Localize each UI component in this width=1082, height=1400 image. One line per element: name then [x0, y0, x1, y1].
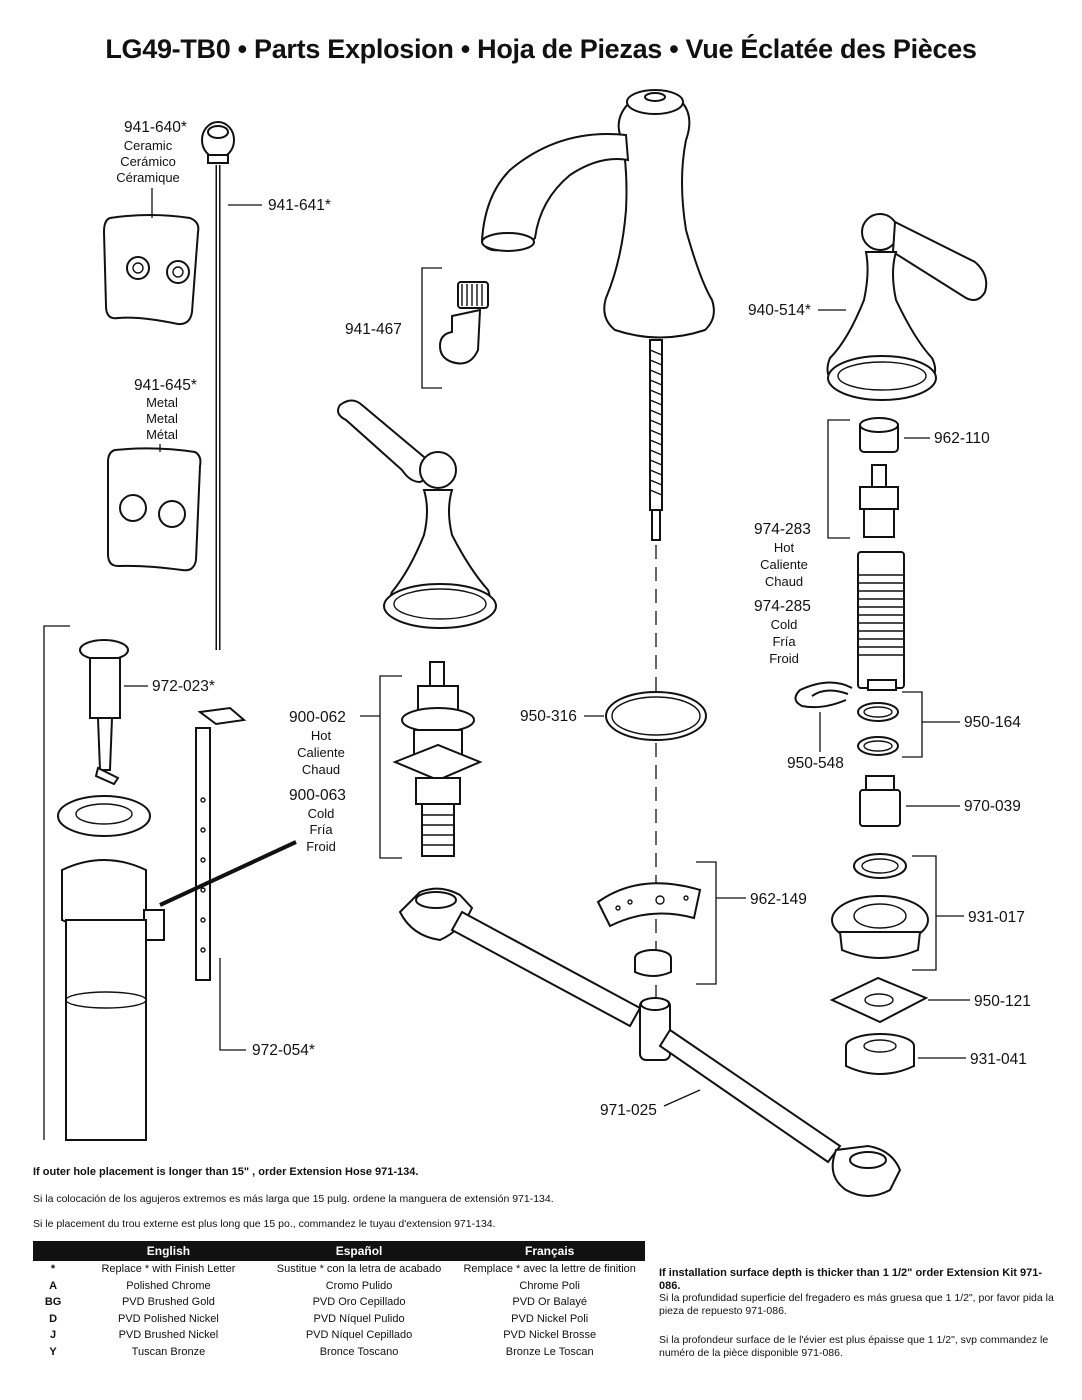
svg-text:Fría: Fría: [772, 634, 796, 649]
mounting-washer-set: [831, 853, 929, 959]
svg-text:Fría: Fría: [309, 822, 333, 837]
svg-text:Froid: Froid: [306, 839, 336, 854]
aerator-key: [438, 281, 489, 365]
retaining-clip: [794, 681, 853, 709]
svg-text:Hot: Hot: [774, 540, 795, 555]
label-972-054: 972-054*: [252, 1042, 315, 1059]
svg-text:Metal: Metal: [146, 395, 178, 410]
supply-hose-assembly: [398, 887, 902, 1197]
svg-text:Metal: Metal: [146, 411, 178, 426]
extension-kit-note-en: If installation surface depth is thicker…: [659, 1267, 1042, 1292]
adapter-fitting: [859, 775, 901, 827]
label-940-514: 940-514*: [748, 302, 811, 319]
spout-o-ring: [605, 691, 707, 741]
clevis-strap: [159, 706, 297, 981]
header-english: English: [73, 1241, 264, 1261]
svg-text:Caliente: Caliente: [760, 557, 808, 572]
finish-table-header: English Español Français: [33, 1241, 645, 1261]
right-handle: [826, 213, 988, 401]
svg-text:Chaud: Chaud: [765, 574, 803, 589]
label-950-121: 950-121: [974, 993, 1031, 1010]
label-931-017: 931-017: [968, 909, 1025, 926]
threaded-shank: [857, 551, 905, 691]
extension-hose-note-fr: Si le placement du trou externe est plus…: [33, 1218, 496, 1230]
table-row: * Replace * with Finish Letter Sustitue …: [50, 1263, 636, 1276]
label-974-285: 974-285: [754, 598, 811, 615]
page-title: LG49-TB0 • Parts Explosion • Hoja de Pie…: [105, 34, 977, 64]
label-962-149: 962-149: [750, 891, 807, 908]
svg-text:Cold: Cold: [771, 617, 798, 632]
extension-hose-note-es: Si la colocación de los agujeros extremo…: [33, 1193, 554, 1205]
bonnet-nut: [859, 417, 899, 453]
table-row: J PVD Brushed Nickel PVD Níquel Cepillad…: [50, 1329, 597, 1342]
mounting-nut: [845, 1033, 915, 1075]
table-row: Y Tuscan Bronze Bronce Toscano Bronze Le…: [49, 1345, 594, 1358]
svg-text:Cerámico: Cerámico: [120, 154, 176, 169]
extension-kit-note-es: Si la profundidad superficie del fregade…: [659, 1292, 1054, 1317]
spout: [480, 89, 715, 541]
table-row: A Polished Chrome Cromo Pulido Chrome Po…: [49, 1279, 580, 1292]
table-row: D PVD Polished Nickel PVD Níquel Pulido …: [49, 1312, 589, 1325]
table-row: BG PVD Brushed Gold PVD Oro Cepillado PV…: [44, 1296, 587, 1309]
finish-table: English Español Français * Replace * wit…: [33, 1241, 645, 1360]
svg-text:Cold: Cold: [308, 806, 335, 821]
ceramic-escutcheon-plate: [102, 214, 200, 326]
label-950-548: 950-548: [787, 755, 844, 772]
extension-kit-note-fr: Si la profondeur surface de le l'évier e…: [659, 1334, 1049, 1359]
label-941-641: 941-641*: [268, 197, 331, 214]
pop-up-drain-assembly: [57, 639, 165, 1141]
label-962-110: 962-110: [934, 430, 990, 447]
label-931-041: 931-041: [970, 1051, 1027, 1068]
label-941-645: 941-645*: [134, 377, 197, 394]
svg-text:Céramique: Céramique: [116, 170, 180, 185]
header-espanol: Español: [263, 1241, 455, 1261]
label-900-062: 900-062: [289, 709, 346, 726]
label-974-283: 974-283: [754, 521, 811, 538]
extension-hose-note-en: If outer hole placement is longer than 1…: [33, 1166, 419, 1178]
svg-text:Ceramic: Ceramic: [124, 138, 173, 153]
label-950-316: 950-316: [520, 708, 577, 725]
square-gasket: [829, 976, 929, 1024]
metal-escutcheon-plate: [107, 447, 202, 572]
svg-text:Froid: Froid: [769, 651, 799, 666]
lift-rod-knob: [201, 121, 235, 650]
svg-text:Chaud: Chaud: [302, 762, 340, 777]
label-941-640: 941-640*: [124, 119, 187, 136]
spout-mounting-plate: [596, 882, 702, 977]
right-valve-cartridge: [859, 464, 899, 538]
label-950-164: 950-164: [964, 714, 1021, 731]
parts-explosion-diagram: 941-641* 941-640* Ceramic Cerámico Céram…: [43, 89, 1031, 1197]
label-972-023: 972-023*: [152, 678, 215, 695]
svg-text:Caliente: Caliente: [297, 745, 345, 760]
left-valve-cartridge: [392, 661, 483, 857]
label-970-039: 970-039: [964, 798, 1021, 815]
left-handle: [337, 399, 497, 629]
svg-text:Métal: Métal: [146, 427, 178, 442]
svg-text:Hot: Hot: [311, 728, 332, 743]
header-francais: Français: [454, 1241, 645, 1261]
label-900-063: 900-063: [289, 787, 346, 804]
label-941-467: 941-467: [345, 321, 402, 338]
label-971-025: 971-025: [600, 1102, 657, 1119]
o-rings: [857, 702, 899, 756]
